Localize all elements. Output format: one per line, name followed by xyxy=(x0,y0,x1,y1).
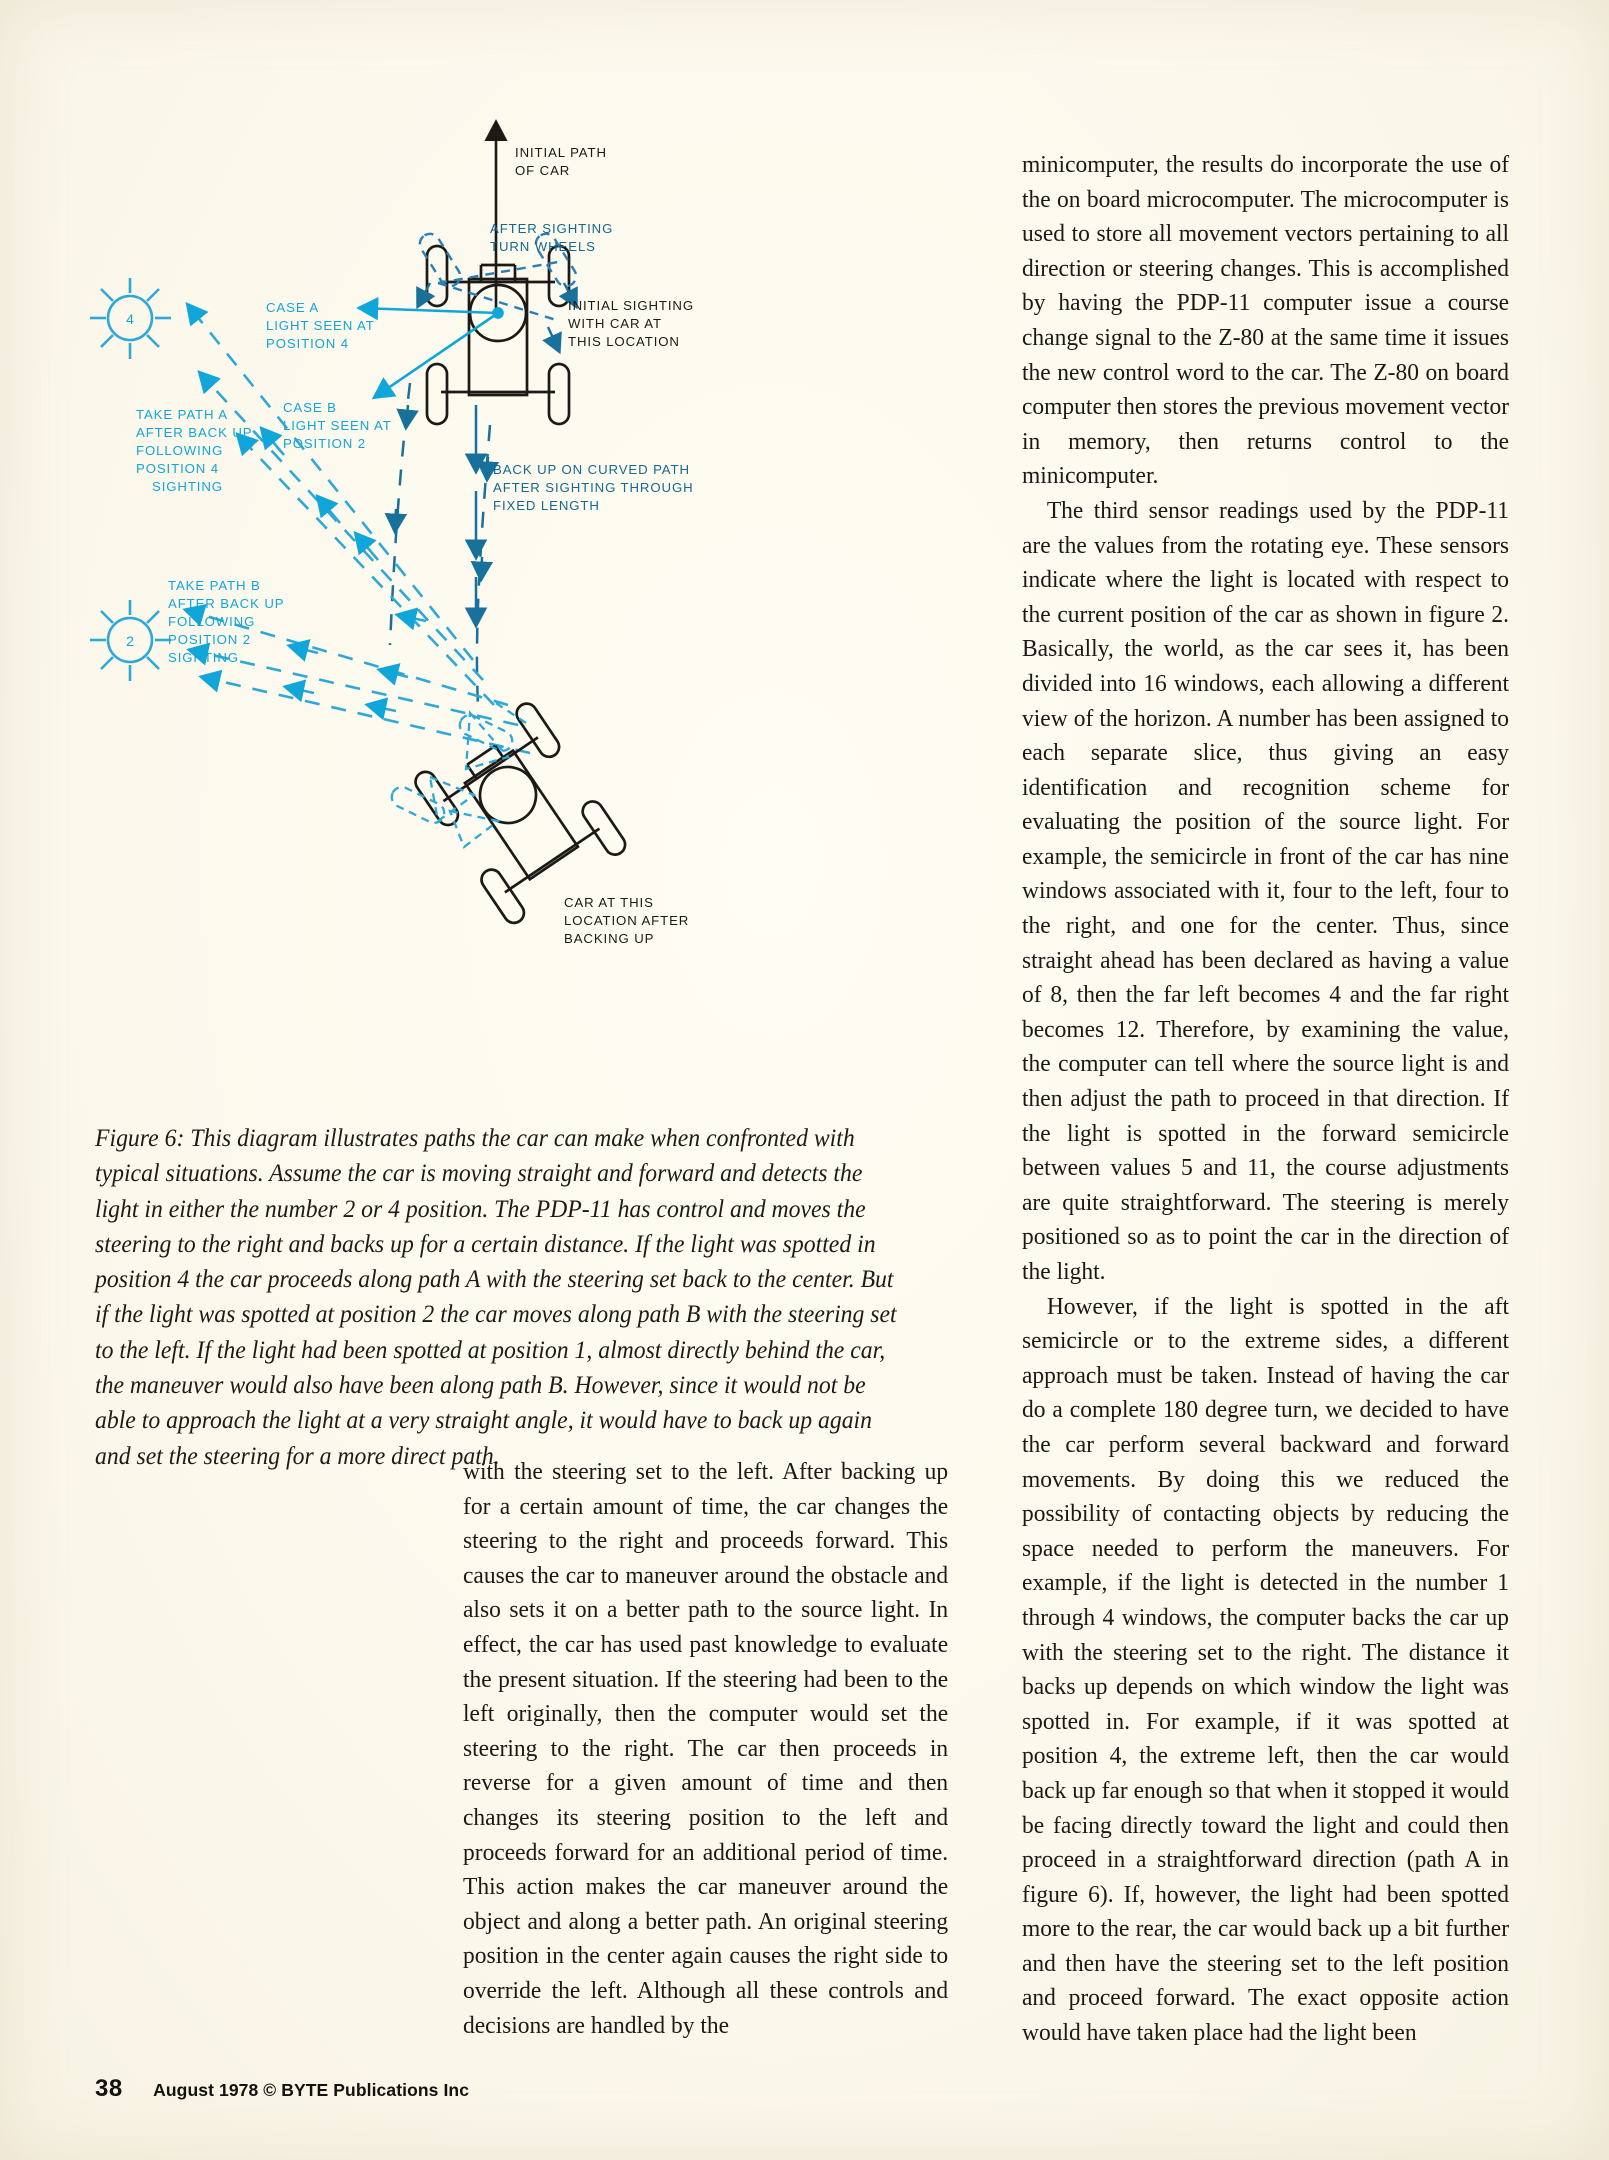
case-a-sight-ray xyxy=(356,296,499,321)
path-b-label-line4: POSITION 2 xyxy=(168,632,251,647)
body-column-right: minicomputer, the results do incorporate… xyxy=(1022,148,1509,2051)
case-b-sight-ray xyxy=(371,311,499,400)
path-a-dashed-lines xyxy=(185,301,495,706)
car-upper-turned-wheels xyxy=(418,232,578,322)
car-lower-ghost-wheels xyxy=(390,702,527,849)
page-imprint: August 1978 © BYTE Publications Inc xyxy=(153,2080,470,2100)
path-b-label-line2: AFTER BACK UP xyxy=(168,596,285,611)
car-after-backing-label-line3: BACKING UP xyxy=(564,931,654,946)
page-number: 38 xyxy=(95,2075,123,2102)
initial-sighting-label-line3: THIS LOCATION xyxy=(568,334,680,349)
initial-path-label-line2: OF CAR xyxy=(515,163,570,178)
path-b-label-line5: SIGHTING xyxy=(168,650,239,665)
path-b-label-line1: TAKE PATH B xyxy=(168,578,261,593)
light-4-number: 4 xyxy=(126,311,134,327)
paragraph: The third sensor readings used by the PD… xyxy=(1022,496,1510,1285)
back-up-label-line2: AFTER SIGHTING THROUGH xyxy=(493,480,694,495)
path-a-label-line2: AFTER BACK UP xyxy=(136,425,253,440)
light-2-number: 2 xyxy=(126,633,134,649)
light-source-4-icon xyxy=(90,278,171,359)
paragraph: minicomputer, the results do incorporate… xyxy=(1022,151,1510,490)
case-b-label-line1: CASE B xyxy=(283,400,337,415)
paragraph: However, if the light is spotted in the … xyxy=(1022,1292,1510,2047)
path-a-label-line3: FOLLOWING xyxy=(136,443,223,458)
body-column-middle: with the steering set to the left. After… xyxy=(463,1455,948,2043)
figure-6: 4 2 INITIAL PATH OF CAR xyxy=(78,105,958,1105)
car-after-backing-label-line1: CAR AT THIS xyxy=(564,895,654,910)
initial-path-label-line1: INITIAL PATH xyxy=(515,145,607,160)
page-footer: 38 August 1978 © BYTE Publications Inc xyxy=(95,2075,469,2103)
path-a-intermediate-arrows xyxy=(259,426,379,561)
car-lower xyxy=(414,702,627,925)
back-up-label-line1: BACK UP ON CURVED PATH xyxy=(493,462,690,477)
car-upper xyxy=(425,244,571,426)
case-a-label-line3: POSITION 4 xyxy=(266,336,349,351)
path-a-label-line1: TAKE PATH A xyxy=(136,407,228,422)
figure-caption: Figure 6: This diagram illustrates paths… xyxy=(95,1123,897,1470)
path-a-label-line5: SIGHTING xyxy=(152,479,223,494)
wheel-turn-arrows xyxy=(416,282,578,355)
light-source-2-icon xyxy=(90,600,171,681)
initial-sighting-label-line2: WITH CAR AT xyxy=(568,316,662,331)
back-up-path-arrowheads xyxy=(384,404,500,583)
path-b-label-line3: FOLLOWING xyxy=(168,614,255,629)
path-a-label-line4: POSITION 4 xyxy=(136,461,219,476)
after-sighting-label-line2: TURN WHEELS xyxy=(490,239,596,254)
paragraph: with the steering set to the left. After… xyxy=(463,1458,949,2039)
car-after-backing-label-line2: LOCATION AFTER xyxy=(564,913,689,928)
after-sighting-label-line1: AFTER SIGHTING xyxy=(490,221,613,236)
initial-sighting-label-line1: INITIAL SIGHTING xyxy=(568,298,694,313)
path-b-intermediate-arrows xyxy=(282,607,427,721)
case-a-label-line2: LIGHT SEEN AT xyxy=(266,318,375,333)
back-up-label-line3: FIXED LENGTH xyxy=(493,498,600,513)
case-b-label-line2: LIGHT SEEN AT xyxy=(283,418,392,433)
case-a-label-line1: CASE A xyxy=(266,300,319,315)
